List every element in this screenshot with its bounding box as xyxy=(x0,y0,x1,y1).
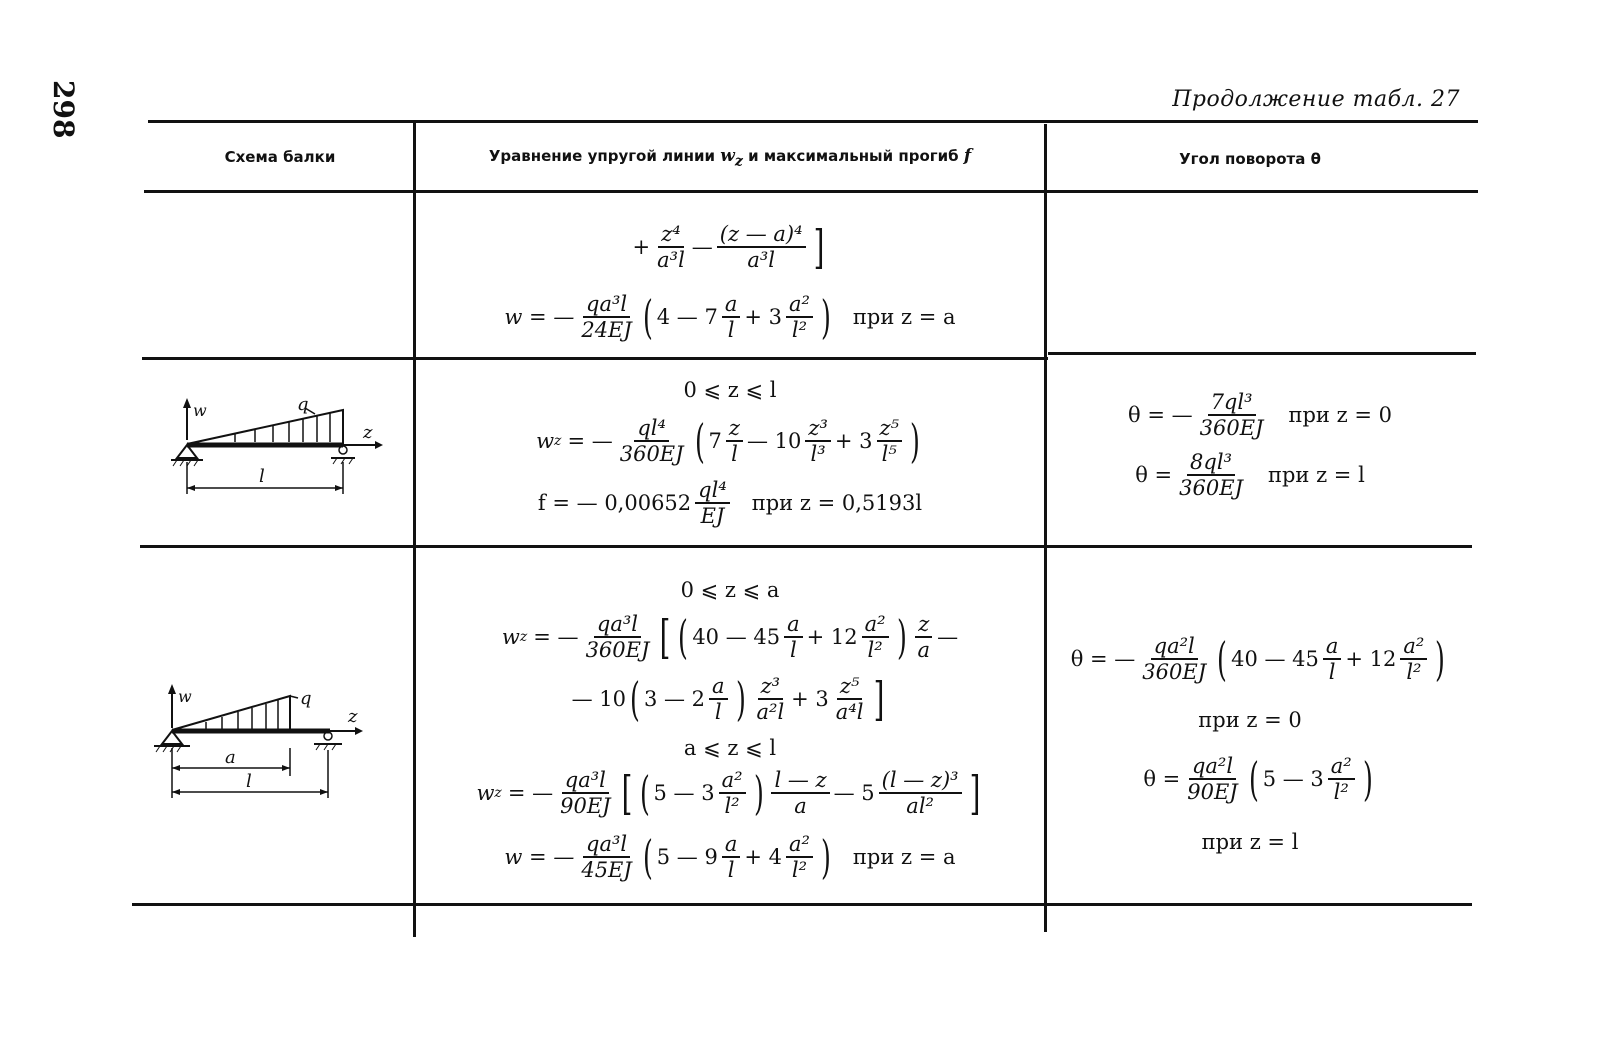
header-equation-var: wz xyxy=(720,146,743,170)
header-rotation-angle: Угол поворота θ xyxy=(1179,150,1321,168)
page-number: 298 xyxy=(47,80,80,139)
table-bottom-rule xyxy=(132,903,1472,906)
row2-beam-label-w: w xyxy=(193,401,207,420)
row2-beam-label-l: l xyxy=(259,466,265,487)
row1-bottom-rule-right xyxy=(1048,352,1476,355)
column-divider-2 xyxy=(1044,124,1047,932)
header-equation-text: Уравнение упругой линии xyxy=(488,147,715,165)
row3-beam-label-l: l xyxy=(246,771,252,792)
header-bottom-rule xyxy=(144,190,1478,193)
row3-range-1: 0 ⩽ z ⩽ a xyxy=(680,578,780,602)
row1-bottom-rule-left xyxy=(142,357,1048,360)
row3-beam-label-w: w xyxy=(178,687,192,706)
header-elastic-line-equation: Уравнение упругой линии wz и максимальны… xyxy=(418,146,1042,169)
row2-beam-label-q: q xyxy=(297,394,309,415)
header-equation-f: f xyxy=(963,146,972,166)
header-equation-tail: и максимальный прогиб xyxy=(748,147,959,165)
table-continuation-caption: Продолжение табл. 27 xyxy=(1172,87,1460,112)
row3-beam-label-z: z xyxy=(347,706,358,727)
header-beam-scheme: Схема балки xyxy=(224,148,336,166)
column-divider-1 xyxy=(413,122,416,937)
row2-bottom-rule xyxy=(140,545,1472,548)
table-top-rule xyxy=(148,120,1478,123)
row3-beam-label-q: q xyxy=(300,688,312,709)
row3-beam-scheme: w q z a l xyxy=(150,684,370,804)
row2-beam-label-z: z xyxy=(362,422,373,443)
row2-range: 0 ⩽ z ⩽ l xyxy=(683,378,777,402)
row3-angle-at-z0-condition: при z = 0 xyxy=(1198,708,1302,732)
row3-angle-at-zl-condition: при z = l xyxy=(1201,830,1299,854)
row3-beam-label-a: a xyxy=(225,747,236,768)
row2-beam-scheme: w q z l xyxy=(165,392,385,502)
row3-range-2: a ⩽ z ⩽ l xyxy=(683,736,777,760)
